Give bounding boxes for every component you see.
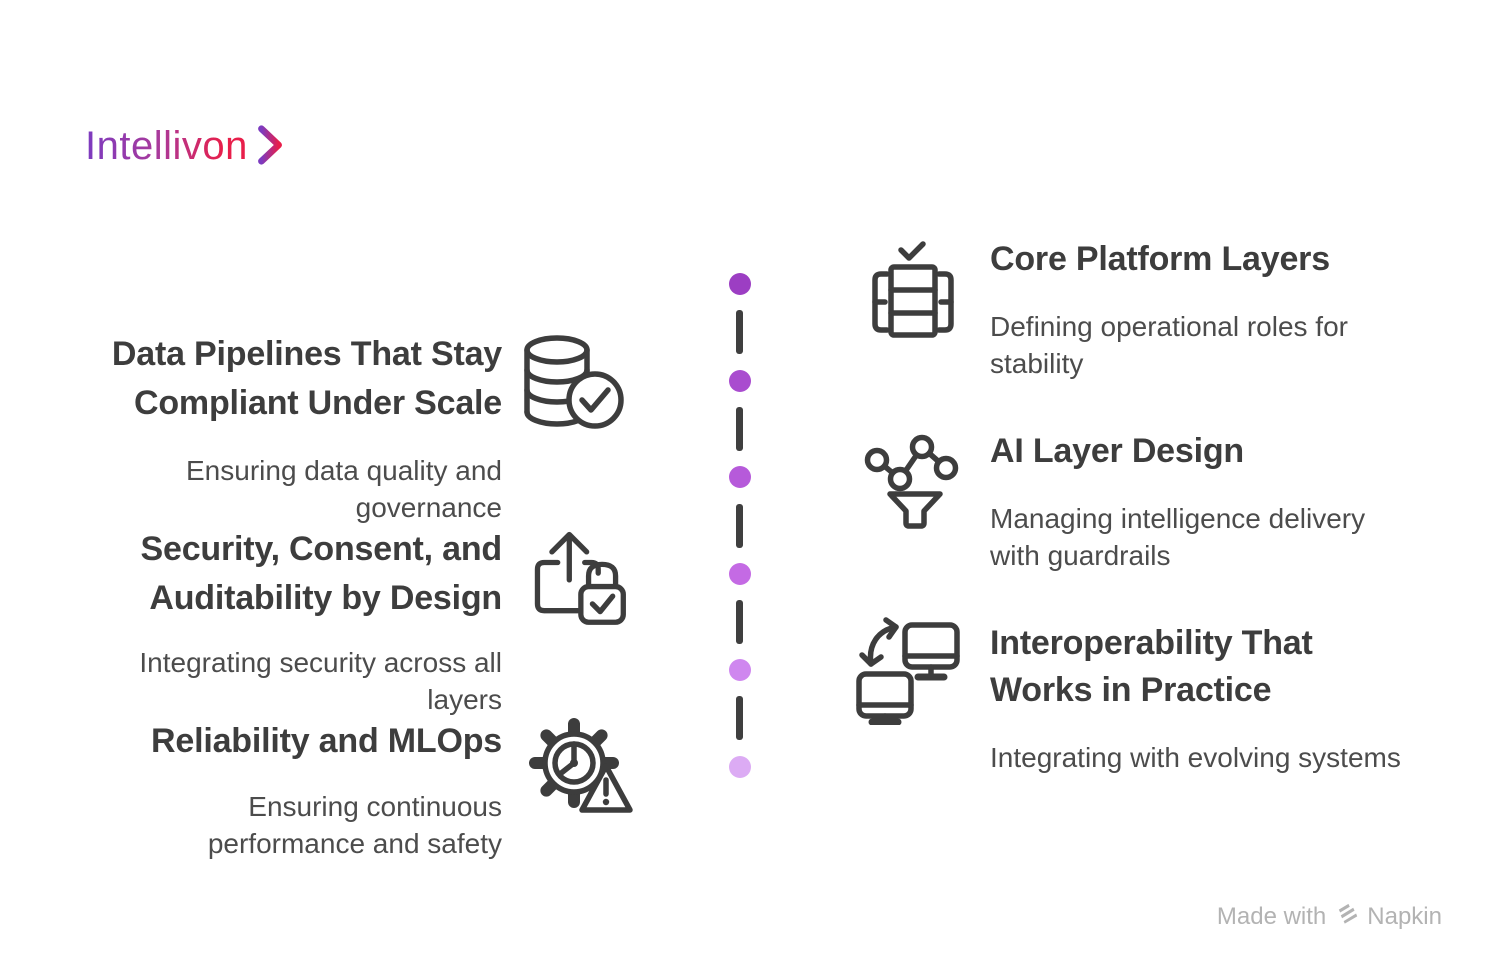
right-section-2-title: AI Layer Design bbox=[990, 427, 1460, 476]
desc-line: with guardrails bbox=[990, 540, 1171, 571]
upload-lock-icon bbox=[523, 524, 631, 626]
timeline-dot bbox=[729, 466, 751, 488]
left-section-2-desc: Integrating security across all layers bbox=[40, 644, 502, 718]
timeline-dot bbox=[729, 563, 751, 585]
gear-warning-icon bbox=[527, 716, 639, 820]
network-funnel-icon bbox=[859, 430, 963, 534]
title-line: Interoperability That bbox=[990, 624, 1313, 662]
logo-chevron-icon bbox=[256, 124, 286, 171]
title-line: Works in Practice bbox=[990, 671, 1272, 709]
title-line: Security, Consent, and bbox=[140, 530, 503, 568]
right-section-1-desc: Defining operational roles for stability bbox=[990, 308, 1460, 382]
watermark-text: Made with bbox=[1216, 903, 1327, 930]
desc-line: layers bbox=[427, 684, 502, 715]
left-section-1-desc: Ensuring data quality and governance bbox=[40, 452, 502, 526]
timeline-dot bbox=[729, 659, 751, 681]
watermark: Made with Napkin bbox=[1217, 902, 1442, 932]
timeline-dot bbox=[729, 756, 751, 778]
left-section-2-title: Security, Consent, and Auditability by D… bbox=[40, 525, 503, 623]
title-line: Compliant Under Scale bbox=[134, 384, 502, 422]
watermark-brand: Napkin bbox=[1367, 903, 1442, 930]
napkin-icon bbox=[1335, 902, 1358, 932]
timeline-dot bbox=[729, 273, 751, 295]
timeline-dash bbox=[736, 310, 743, 354]
left-section-3-title: Reliability and MLOps bbox=[40, 717, 502, 766]
desc-line: Defining operational roles for bbox=[990, 311, 1348, 342]
timeline-dash bbox=[736, 600, 743, 644]
desc-line: Integrating with evolving systems bbox=[990, 742, 1401, 773]
title-line: Data Pipelines That Stay bbox=[111, 335, 502, 373]
right-section-2-desc: Managing intelligence delivery with guar… bbox=[990, 500, 1460, 574]
title-line: Auditability by Design bbox=[149, 579, 502, 617]
desc-line: Integrating security across all bbox=[139, 647, 502, 678]
right-section-3-desc: Integrating with evolving systems bbox=[990, 739, 1460, 776]
platform-layers-icon bbox=[861, 237, 965, 341]
timeline-dot bbox=[729, 370, 751, 392]
brand-logo: Intellivon bbox=[85, 120, 286, 171]
right-section-1-title: Core Platform Layers bbox=[990, 235, 1460, 284]
desc-line: Ensuring data quality and bbox=[186, 455, 502, 486]
left-section-1-title: Data Pipelines That Stay Compliant Under… bbox=[40, 330, 502, 428]
desc-line: Managing intelligence delivery bbox=[990, 503, 1366, 534]
timeline-dash bbox=[736, 407, 743, 451]
title-line: AI Layer Design bbox=[990, 432, 1244, 470]
timeline-dash bbox=[736, 696, 743, 740]
desc-line: Ensuring continuous bbox=[248, 791, 502, 822]
desc-line: governance bbox=[355, 492, 502, 523]
database-check-icon bbox=[517, 332, 627, 434]
title-line: Reliability and MLOps bbox=[151, 722, 502, 760]
left-section-3-desc: Ensuring continuous performance and safe… bbox=[40, 788, 502, 862]
monitors-swap-icon bbox=[855, 617, 963, 725]
logo-text: Intellivon bbox=[85, 123, 248, 168]
right-section-3-title: Interoperability That Works in Practice bbox=[990, 620, 1460, 714]
timeline-dash bbox=[736, 504, 743, 548]
desc-line: performance and safety bbox=[207, 828, 502, 859]
desc-line: stability bbox=[990, 348, 1084, 379]
title-line: Core Platform Layers bbox=[990, 240, 1330, 278]
